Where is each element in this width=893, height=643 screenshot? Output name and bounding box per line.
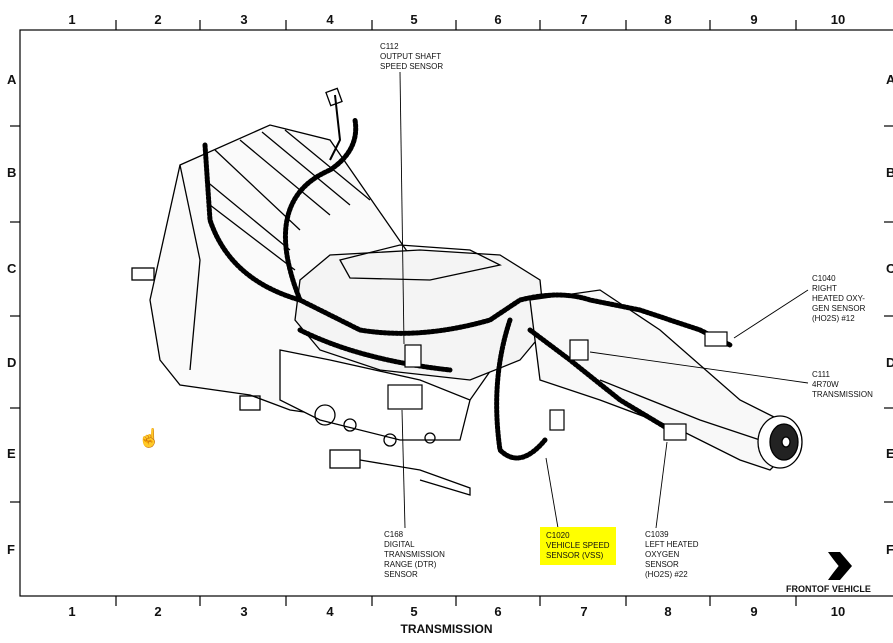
grid-row-b-right: B [886, 165, 893, 180]
grid-col-4-bottom: 4 [326, 604, 334, 619]
grid-col-7: 7 [580, 12, 588, 27]
diagram-frame [19, 29, 893, 597]
connectors [387, 331, 728, 441]
grid-col-7-bottom: 7 [580, 604, 588, 619]
grid-ticks [10, 20, 893, 606]
grid-col-5-bottom: 5 [410, 604, 418, 619]
grid-col-2: 2 [154, 12, 162, 27]
grid-col-10: 10 [830, 12, 846, 27]
grid-row-e-right: E [886, 446, 893, 461]
grid-row-b: B [7, 165, 17, 180]
grid-row-c-right: C [886, 261, 893, 276]
grid-col-6: 6 [494, 12, 502, 27]
wiring-harness [202, 117, 733, 461]
leader-lines [399, 71, 809, 529]
grid-col-9: 9 [750, 12, 758, 27]
grid-row-a: A [7, 72, 17, 87]
grid-col-1: 1 [68, 12, 76, 27]
grid-row-a-right: A [886, 72, 893, 87]
grid-row-e: E [7, 446, 16, 461]
callout-c1040-right-ho2s: C1040 RIGHT HEATED OXY- GEN SENSOR (HO2S… [812, 274, 866, 323]
grid-col-5: 5 [410, 12, 418, 27]
grid-row-d: D [7, 355, 17, 370]
grid-col-10-bottom: 10 [830, 604, 846, 619]
hand-cursor-icon: ☝ [138, 428, 161, 448]
diagram-title: TRANSMISSION [400, 622, 493, 636]
grid-row-d-right: D [886, 355, 893, 370]
grid-col-3-bottom: 3 [240, 604, 248, 619]
grid-col-3: 3 [240, 12, 248, 27]
grid-col-2-bottom: 2 [154, 604, 162, 619]
grid-row-f: F [7, 542, 15, 557]
callout-c1020-vehicle-speed-sensor: C1020 VEHICLE SPEED SENSOR (VSS) [540, 527, 616, 565]
grid-col-9-bottom: 9 [750, 604, 758, 619]
grid-col-8: 8 [664, 12, 672, 27]
callout-c1039-left-ho2s: C1039 LEFT HEATED OXYGEN SENSOR (HO2S) #… [645, 530, 699, 579]
front-arrow-icon [828, 552, 852, 580]
grid-row-c: C [7, 261, 17, 276]
front-of-vehicle-label: FRONTOF VEHICLE [786, 584, 871, 594]
grid-col-6-bottom: 6 [494, 604, 502, 619]
grid-col-4: 4 [326, 12, 334, 27]
callout-c111-transmission: C111 4R70W TRANSMISSION [812, 370, 873, 399]
grid-row-f-right: F [886, 542, 893, 557]
callout-c112-output-shaft-speed-sensor: C112 OUTPUT SHAFT SPEED SENSOR [380, 42, 444, 71]
grid-col-1-bottom: 1 [68, 604, 76, 619]
grid-col-8-bottom: 8 [664, 604, 672, 619]
transmission-body [131, 87, 803, 496]
callout-c168-dtr-sensor: C168 DIGITAL TRANSMISSION RANGE (DTR) SE… [384, 530, 445, 579]
